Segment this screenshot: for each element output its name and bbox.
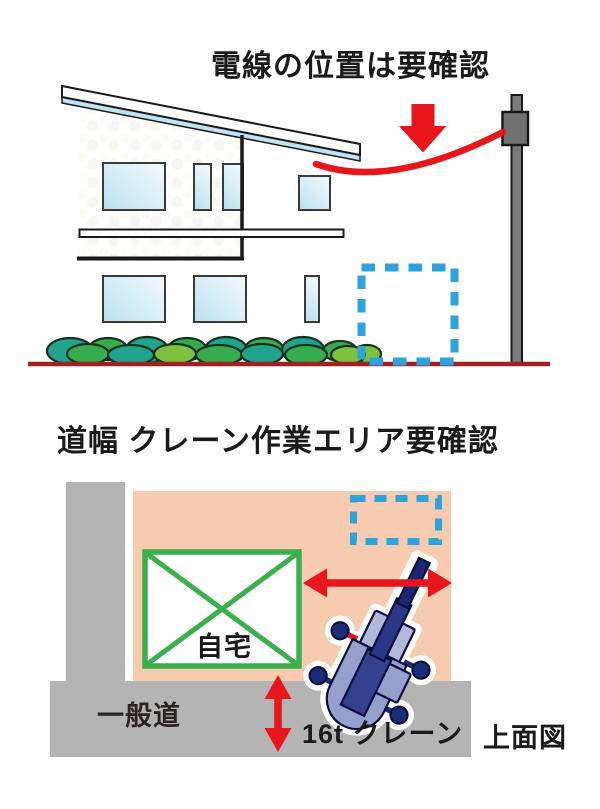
home-label: 自宅 <box>196 632 252 662</box>
crane-label: 16t クレーン <box>302 719 464 749</box>
balcony-rail <box>78 228 345 238</box>
road-label: 一般道 <box>97 701 181 731</box>
roof-band <box>61 84 361 157</box>
hedge-bushes <box>45 335 383 367</box>
view-label: 上面図 <box>483 723 567 753</box>
house-window-lower-1 <box>102 275 166 323</box>
house-window-lower-narrow <box>304 275 320 323</box>
attention-down-arrow-icon <box>399 104 447 153</box>
pole-transformer-box <box>501 110 530 147</box>
clearance-dashed-box-plan <box>350 495 442 545</box>
plan-heading: 道幅 クレーン作業エリア要確認 <box>57 425 499 458</box>
house-window-lower-2 <box>193 275 247 323</box>
elevation-title: 電線の位置は要確認 <box>211 50 490 83</box>
crane-icon <box>303 550 439 736</box>
road-width-arrow <box>264 675 292 752</box>
house-window-upper-large <box>102 162 166 211</box>
home-plot-box <box>142 549 302 669</box>
road-vertical-strip <box>66 482 125 681</box>
house-window-upper-small <box>298 175 331 211</box>
work-area-width-arrow <box>303 568 452 598</box>
house-window-upper-narrow-1 <box>193 163 212 211</box>
power-line <box>312 128 507 176</box>
